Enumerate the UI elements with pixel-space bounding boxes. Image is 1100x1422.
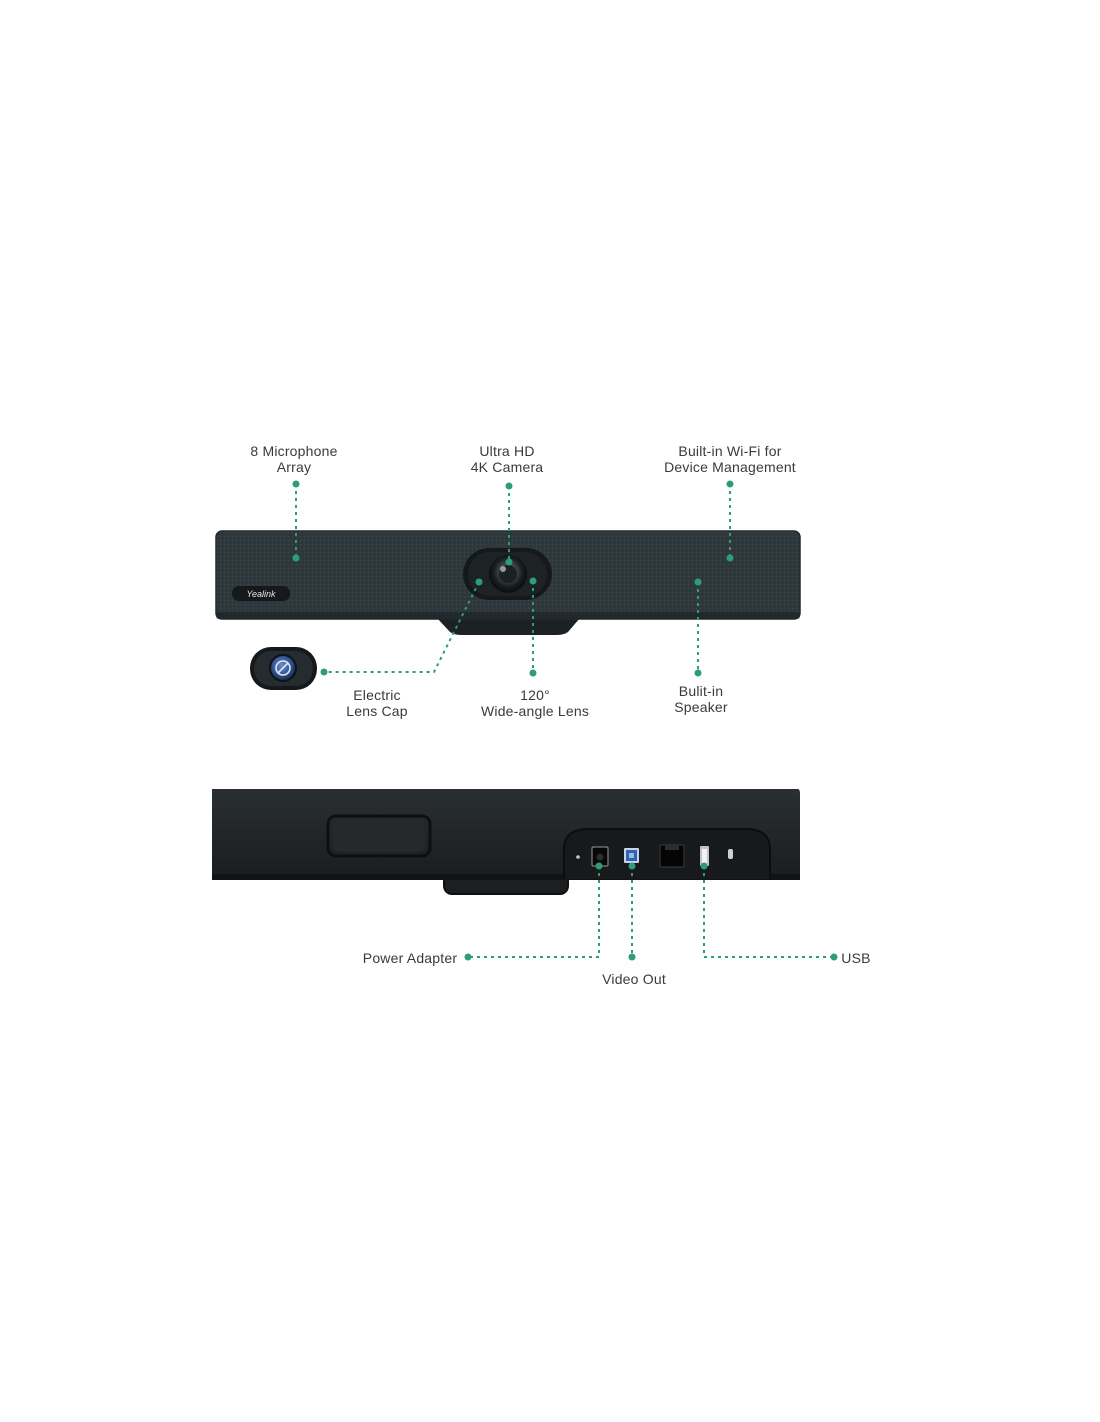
leader-lines <box>292 480 838 961</box>
label-lens-cap: Electric Lens Cap <box>322 687 432 719</box>
leader-wifi-start-dot <box>726 480 734 488</box>
leader-usb <box>703 866 834 958</box>
label-microphone-array: 8 Microphone Array <box>228 443 360 475</box>
front-view: Yealink <box>215 530 801 635</box>
label-microphone-line1: 8 Microphone <box>250 443 338 459</box>
label-speaker-line2: Speaker <box>674 699 728 715</box>
leader-speaker-end-dot <box>694 669 702 677</box>
front-stand <box>437 618 580 635</box>
label-power-text: Power Adapter <box>362 950 458 966</box>
leader-wifi-end-dot <box>726 554 734 562</box>
label-lens-line2: Wide-angle Lens <box>480 703 590 719</box>
label-camera-line1: Ultra HD <box>479 443 535 459</box>
leader-lens-cap-end-dot <box>320 668 328 676</box>
label-video-text: Video Out <box>602 971 666 987</box>
leader-power-end-dot <box>464 953 472 961</box>
label-4k-camera: Ultra HD 4K Camera <box>441 443 573 475</box>
label-camera-line2: 4K Camera <box>470 459 544 475</box>
label-lens-line1: 120° <box>520 687 550 703</box>
label-power-adapter: Power Adapter <box>340 950 480 966</box>
leader-usb-end-dot <box>830 953 838 961</box>
brand-logo: Yealink <box>246 589 276 599</box>
label-speaker: Bulit-in Speaker <box>646 683 756 715</box>
label-video-out: Video Out <box>574 971 694 987</box>
label-wifi-line2: Device Management <box>664 459 796 475</box>
label-usb-text: USB <box>841 950 871 966</box>
leader-lens-cap <box>324 581 480 673</box>
lock-slot <box>728 849 733 859</box>
leader-video-start-dot <box>628 862 636 870</box>
leader-camera-start-dot <box>505 482 513 490</box>
label-wifi: Built-in Wi-Fi for Device Management <box>645 443 815 475</box>
lens-cap-inset <box>250 647 317 690</box>
label-wide-angle-lens: 120° Wide-angle Lens <box>465 687 605 719</box>
handle-recess <box>326 814 432 858</box>
label-wifi-line1: Built-in Wi-Fi for <box>678 443 782 459</box>
label-usb: USB <box>836 950 876 966</box>
leader-lens-end-dot <box>529 669 537 677</box>
leader-microphone-start-dot <box>292 480 300 488</box>
leader-video-end-dot <box>628 953 636 961</box>
label-lens-cap-line2: Lens Cap <box>346 703 408 719</box>
brand-logo-plate <box>232 586 290 601</box>
label-lens-cap-line1: Electric <box>353 687 401 703</box>
leader-usb-start-dot <box>700 862 708 870</box>
label-microphone-line2: Array <box>276 459 312 475</box>
leader-speaker-start-dot <box>694 578 702 586</box>
leader-power-start-dot <box>595 862 603 870</box>
leader-microphone-end-dot <box>292 554 300 562</box>
leader-lens-cap-start-dot <box>475 578 483 586</box>
leader-power <box>468 866 600 958</box>
label-speaker-line1: Bulit-in <box>678 683 724 699</box>
leader-lens-start-dot <box>529 577 537 585</box>
back-view <box>212 789 800 895</box>
leader-camera-end-dot <box>505 558 513 566</box>
